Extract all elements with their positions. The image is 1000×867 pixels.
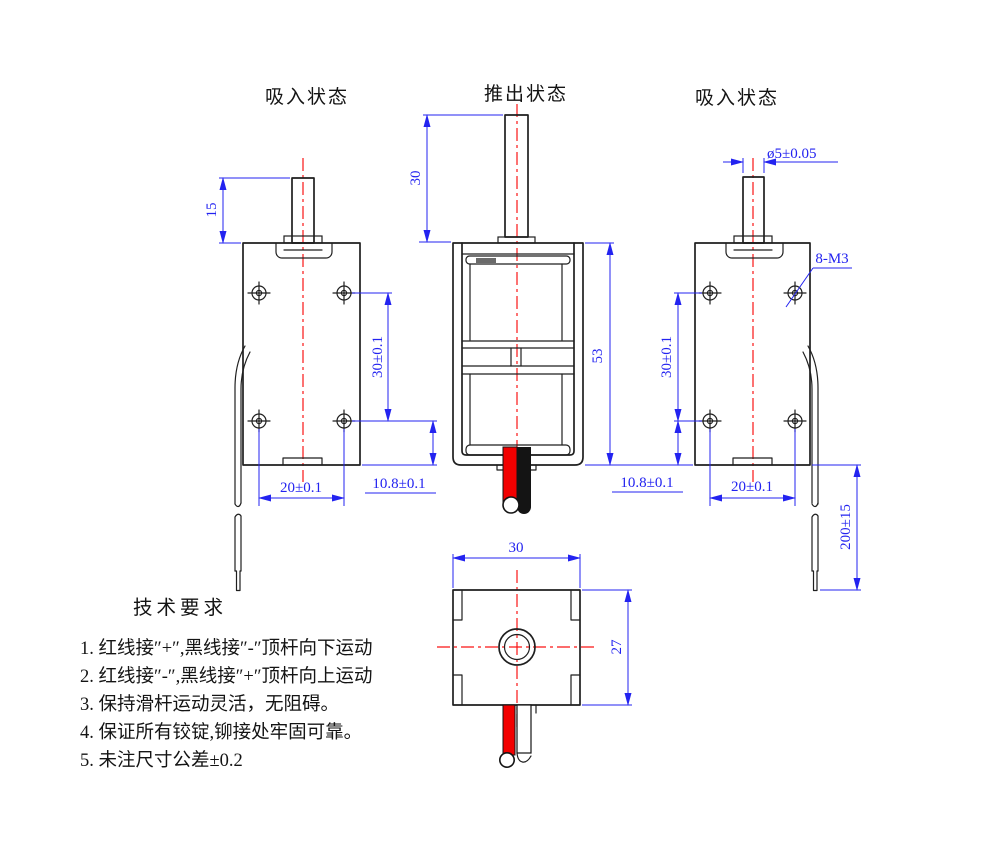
center-view-title: 推出状态 — [484, 83, 568, 105]
tech-requirement-item: 3. 保持滑杆运动灵活，无阻碍。 — [80, 694, 339, 715]
dim-right-shaft-dia: ø5±0.05 — [767, 146, 816, 162]
left-mounting-holes — [247, 281, 356, 433]
left-body-outline — [242, 177, 361, 466]
right-view: 吸入状态 ø5±0. — [610, 87, 861, 592]
dim-center-stroke: 30 — [408, 171, 424, 186]
technical-requirements: 技术要求 1. 红线接″+″,黑线接″-″顶杆向下运动 2. 红线接″-″,黑线… — [80, 597, 373, 771]
dim-left-shaft-height: 15 — [204, 203, 220, 218]
dim-right-hole-spacing-v: 30±0.1 — [659, 336, 675, 378]
dim-right-hole-to-bottom: 10.8±0.1 — [620, 475, 673, 491]
wire-end-loop — [502, 496, 520, 514]
left-view-title: 吸入状态 — [265, 86, 349, 108]
dim-left-hole-spacing-v: 30±0.1 — [370, 336, 386, 378]
center-dimensions: 30 53 — [408, 114, 614, 466]
right-view-title: 吸入状态 — [695, 87, 779, 109]
dim-center-body-height: 53 — [590, 349, 606, 364]
wire-end-loop — [498, 751, 515, 768]
bottom-view: 30 27 — [437, 540, 632, 768]
left-view: 吸入状态 15 — [204, 86, 437, 592]
center-lead-wires — [502, 446, 531, 514]
dim-left-hole-to-bottom: 10.8±0.1 — [372, 476, 425, 492]
tech-requirement-item: 5. 未注尺寸公差±0.2 — [80, 750, 243, 771]
center-body-outline — [452, 114, 584, 471]
dim-right-lead-length: 200±15 — [838, 504, 854, 550]
right-body-outline — [694, 176, 811, 466]
tech-requirement-item: 4. 保证所有铰锭,铆接处牢固可靠。 — [80, 722, 362, 743]
tech-requirement-item: 2. 红线接″-″,黑线接″+″顶杆向上运动 — [80, 666, 373, 687]
right-lead-wire — [802, 345, 819, 592]
left-dimensions: 15 30±0.1 10.8±0.1 20±0.1 — [204, 177, 437, 506]
tech-requirements-title: 技术要求 — [133, 597, 227, 619]
dim-right-thread: 8-M3 — [815, 251, 848, 267]
dim-right-hole-spacing-h: 20±0.1 — [731, 479, 773, 495]
dim-bottom-width: 30 — [509, 540, 524, 556]
bottom-dimensions: 30 27 — [452, 540, 632, 706]
dim-bottom-depth: 27 — [609, 639, 625, 655]
tech-requirement-item: 1. 红线接″+″,黑线接″-″顶杆向下运动 — [80, 638, 373, 659]
left-lead-wire — [234, 345, 251, 592]
center-view: 推出状态 30 — [408, 83, 614, 514]
bottom-lead-wires — [498, 704, 537, 768]
right-dimensions: ø5±0.05 8-M3 30±0.1 10.8±0.1 20±0.1 200±… — [610, 146, 861, 591]
dim-left-hole-spacing-h: 20±0.1 — [280, 480, 322, 496]
